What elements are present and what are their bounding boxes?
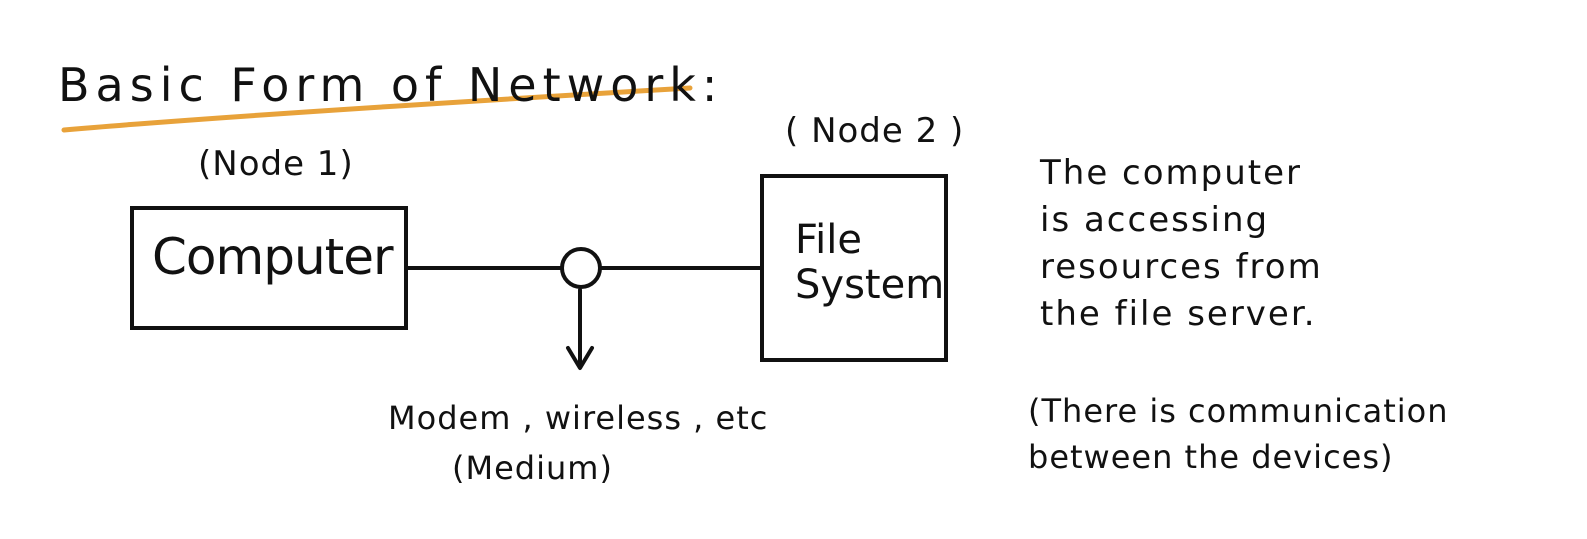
description-note: The computer is accessing resources from… (1040, 150, 1323, 338)
description-line: the file server. (1040, 293, 1317, 334)
title-underline (61, 85, 693, 133)
description-line: The computer (1040, 153, 1303, 193)
communication-note: (There is communication between the devi… (1028, 388, 1449, 481)
communication-line: between the devices) (1028, 438, 1394, 477)
computer-label: Computer (152, 228, 394, 286)
node2-tag: ( Node 2 ) (785, 111, 965, 151)
medium-arrow-head (566, 346, 594, 370)
diagram-title: Basic Form of Network: (58, 58, 724, 112)
description-line: is accessing (1040, 199, 1270, 240)
description-line: resources from (1040, 246, 1323, 287)
node1-tag: (Node 1) (198, 144, 354, 184)
communication-line: (There is communication (1028, 392, 1449, 430)
medium-circle (560, 247, 602, 289)
medium-label: Modem , wireless , etc (388, 399, 769, 437)
medium-sub-label: (Medium) (452, 449, 613, 487)
file-system-label: File System (795, 217, 945, 308)
